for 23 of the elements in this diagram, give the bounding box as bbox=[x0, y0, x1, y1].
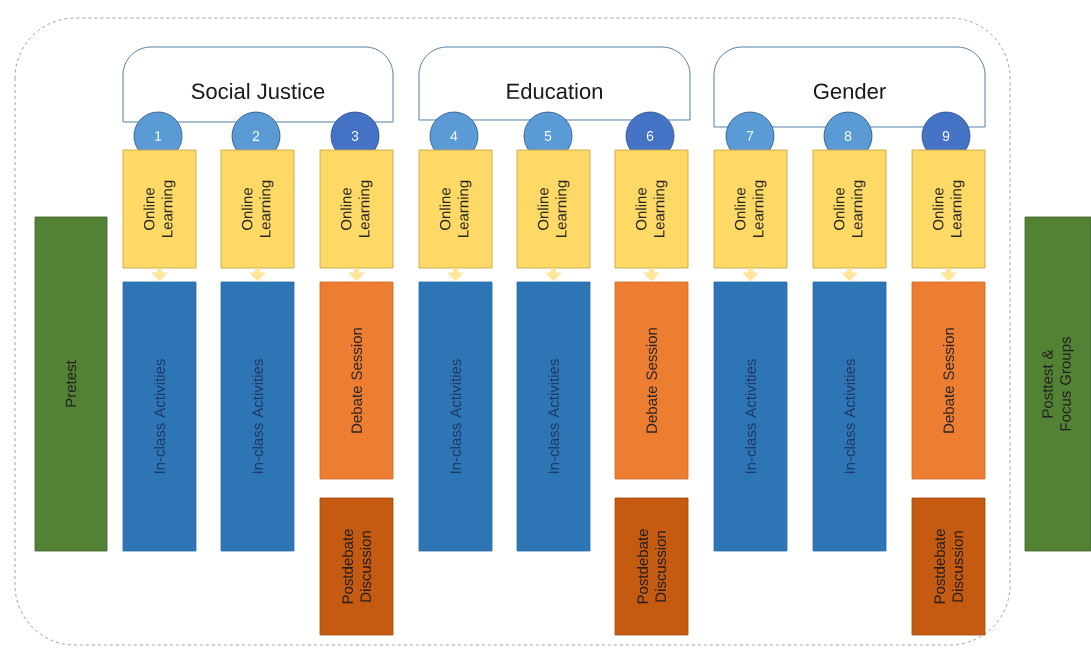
discussion-box: Postdebate Discussion bbox=[911, 497, 986, 636]
activity-box: In-class Activities bbox=[812, 281, 887, 552]
online-learning-box: Online Learning bbox=[122, 149, 197, 269]
online-learning-box: Online Learning bbox=[812, 149, 887, 269]
online-learning-box: Online Learning bbox=[220, 149, 295, 269]
online-learning-box: Online Learning bbox=[319, 149, 394, 269]
online-learning-box: Online Learning bbox=[614, 149, 689, 269]
discussion-box: Postdebate Discussion bbox=[614, 497, 689, 636]
activity-box: In-class Activities bbox=[516, 281, 591, 552]
debate-box: Debate Session bbox=[319, 281, 394, 480]
online-learning-box: Online Learning bbox=[713, 149, 788, 269]
activity-box: In-class Activities bbox=[418, 281, 493, 552]
online-learning-box: Online Learning bbox=[911, 149, 986, 269]
online-learning-box: Online Learning bbox=[516, 149, 591, 269]
debate-box: Debate Session bbox=[614, 281, 689, 480]
discussion-box: Postdebate Discussion bbox=[319, 497, 394, 636]
activity-box: In-class Activities bbox=[713, 281, 788, 552]
debate-box: Debate Session bbox=[911, 281, 986, 480]
activity-box: In-class Activities bbox=[220, 281, 295, 552]
pretest-box: Pretest bbox=[34, 216, 108, 552]
activity-box: In-class Activities bbox=[122, 281, 197, 552]
posttest-box: Posttest & Focus Groups bbox=[1024, 216, 1091, 552]
online-learning-box: Online Learning bbox=[418, 149, 493, 269]
